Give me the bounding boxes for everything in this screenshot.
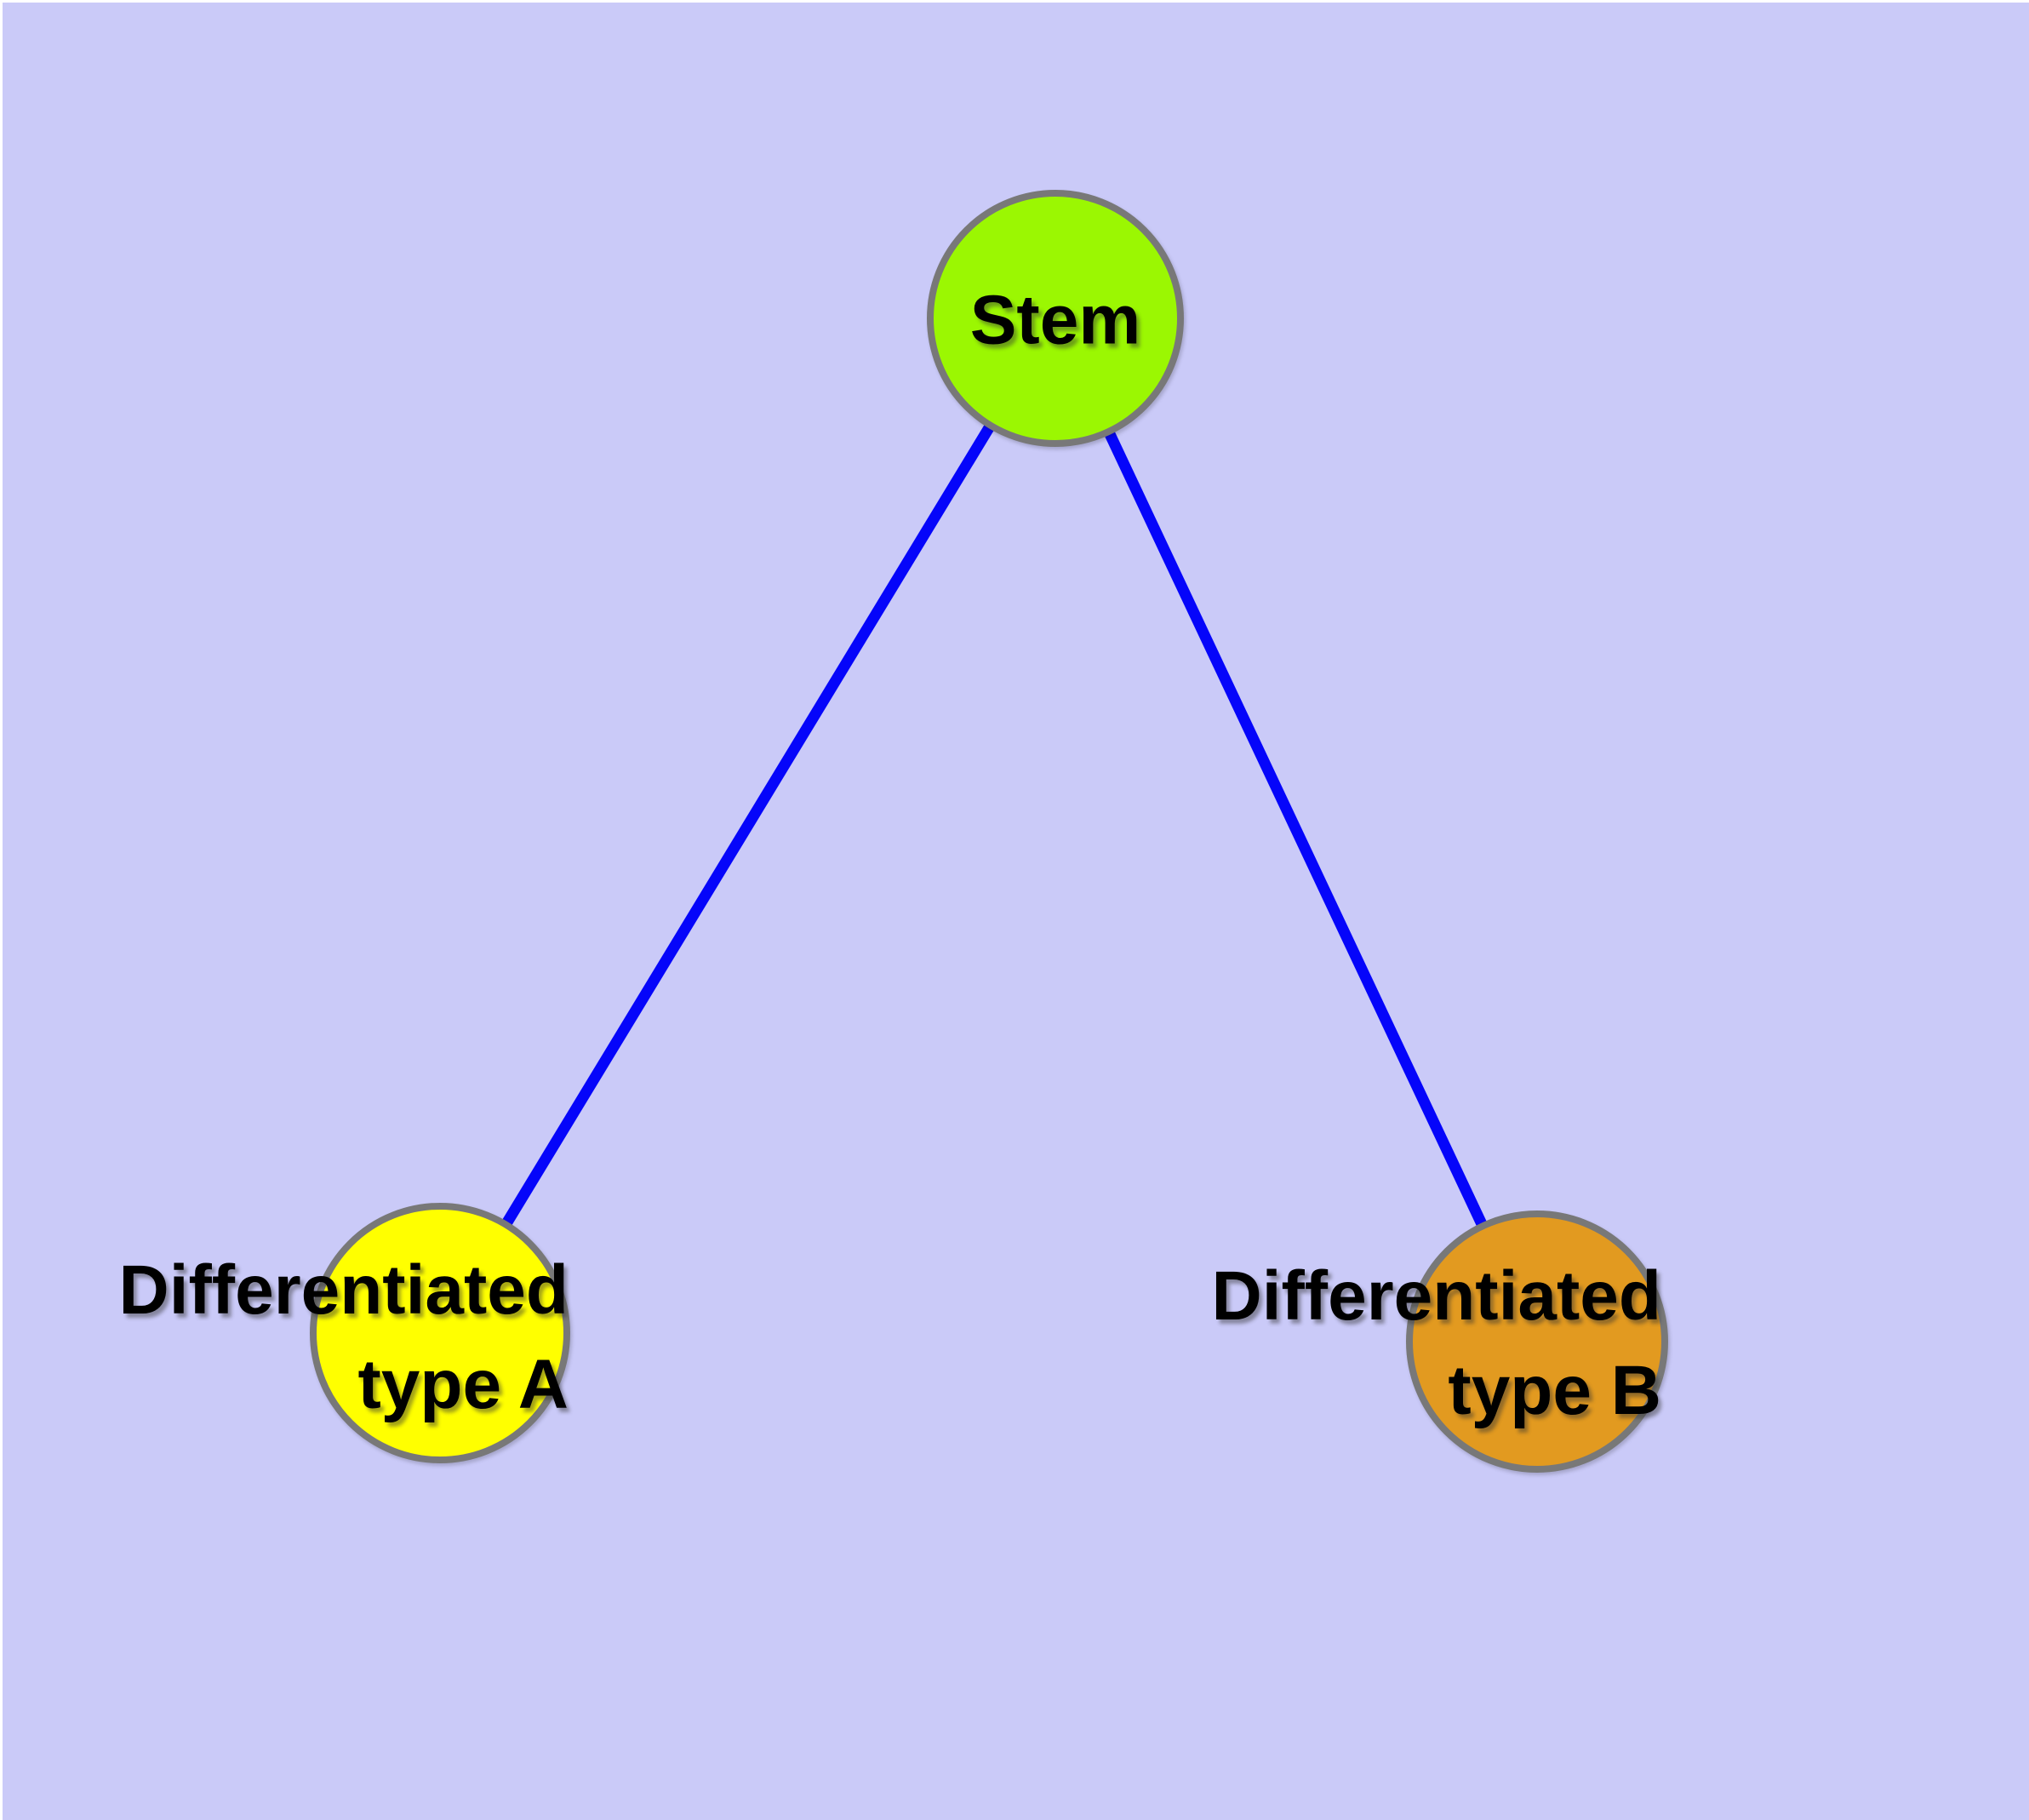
type-a-label-line1: Differentiated <box>118 1251 569 1329</box>
stem-node-label: Stem <box>970 273 1141 368</box>
type-a-node-circle <box>310 1203 570 1463</box>
type-a-node-label: Differentiated type A <box>118 1243 569 1432</box>
edge-stem-to-type-a <box>435 315 1060 1336</box>
type-b-node-label: Differentiated type B <box>1211 1249 1661 1438</box>
type-a-label-line2: type A <box>357 1346 569 1423</box>
stem-node-circle <box>927 190 1184 447</box>
edge-stem-to-type-b <box>1050 316 1542 1344</box>
type-b-label-line2: type B <box>1448 1352 1661 1429</box>
type-b-node-circle <box>1406 1210 1668 1473</box>
type-b-label-line1: Differentiated <box>1211 1257 1661 1335</box>
graph-svg <box>310 190 1668 1473</box>
diagram-canvas: Stem Differentiated type A Differentiate… <box>3 3 2029 1820</box>
stem-label-text: Stem <box>969 281 1141 359</box>
